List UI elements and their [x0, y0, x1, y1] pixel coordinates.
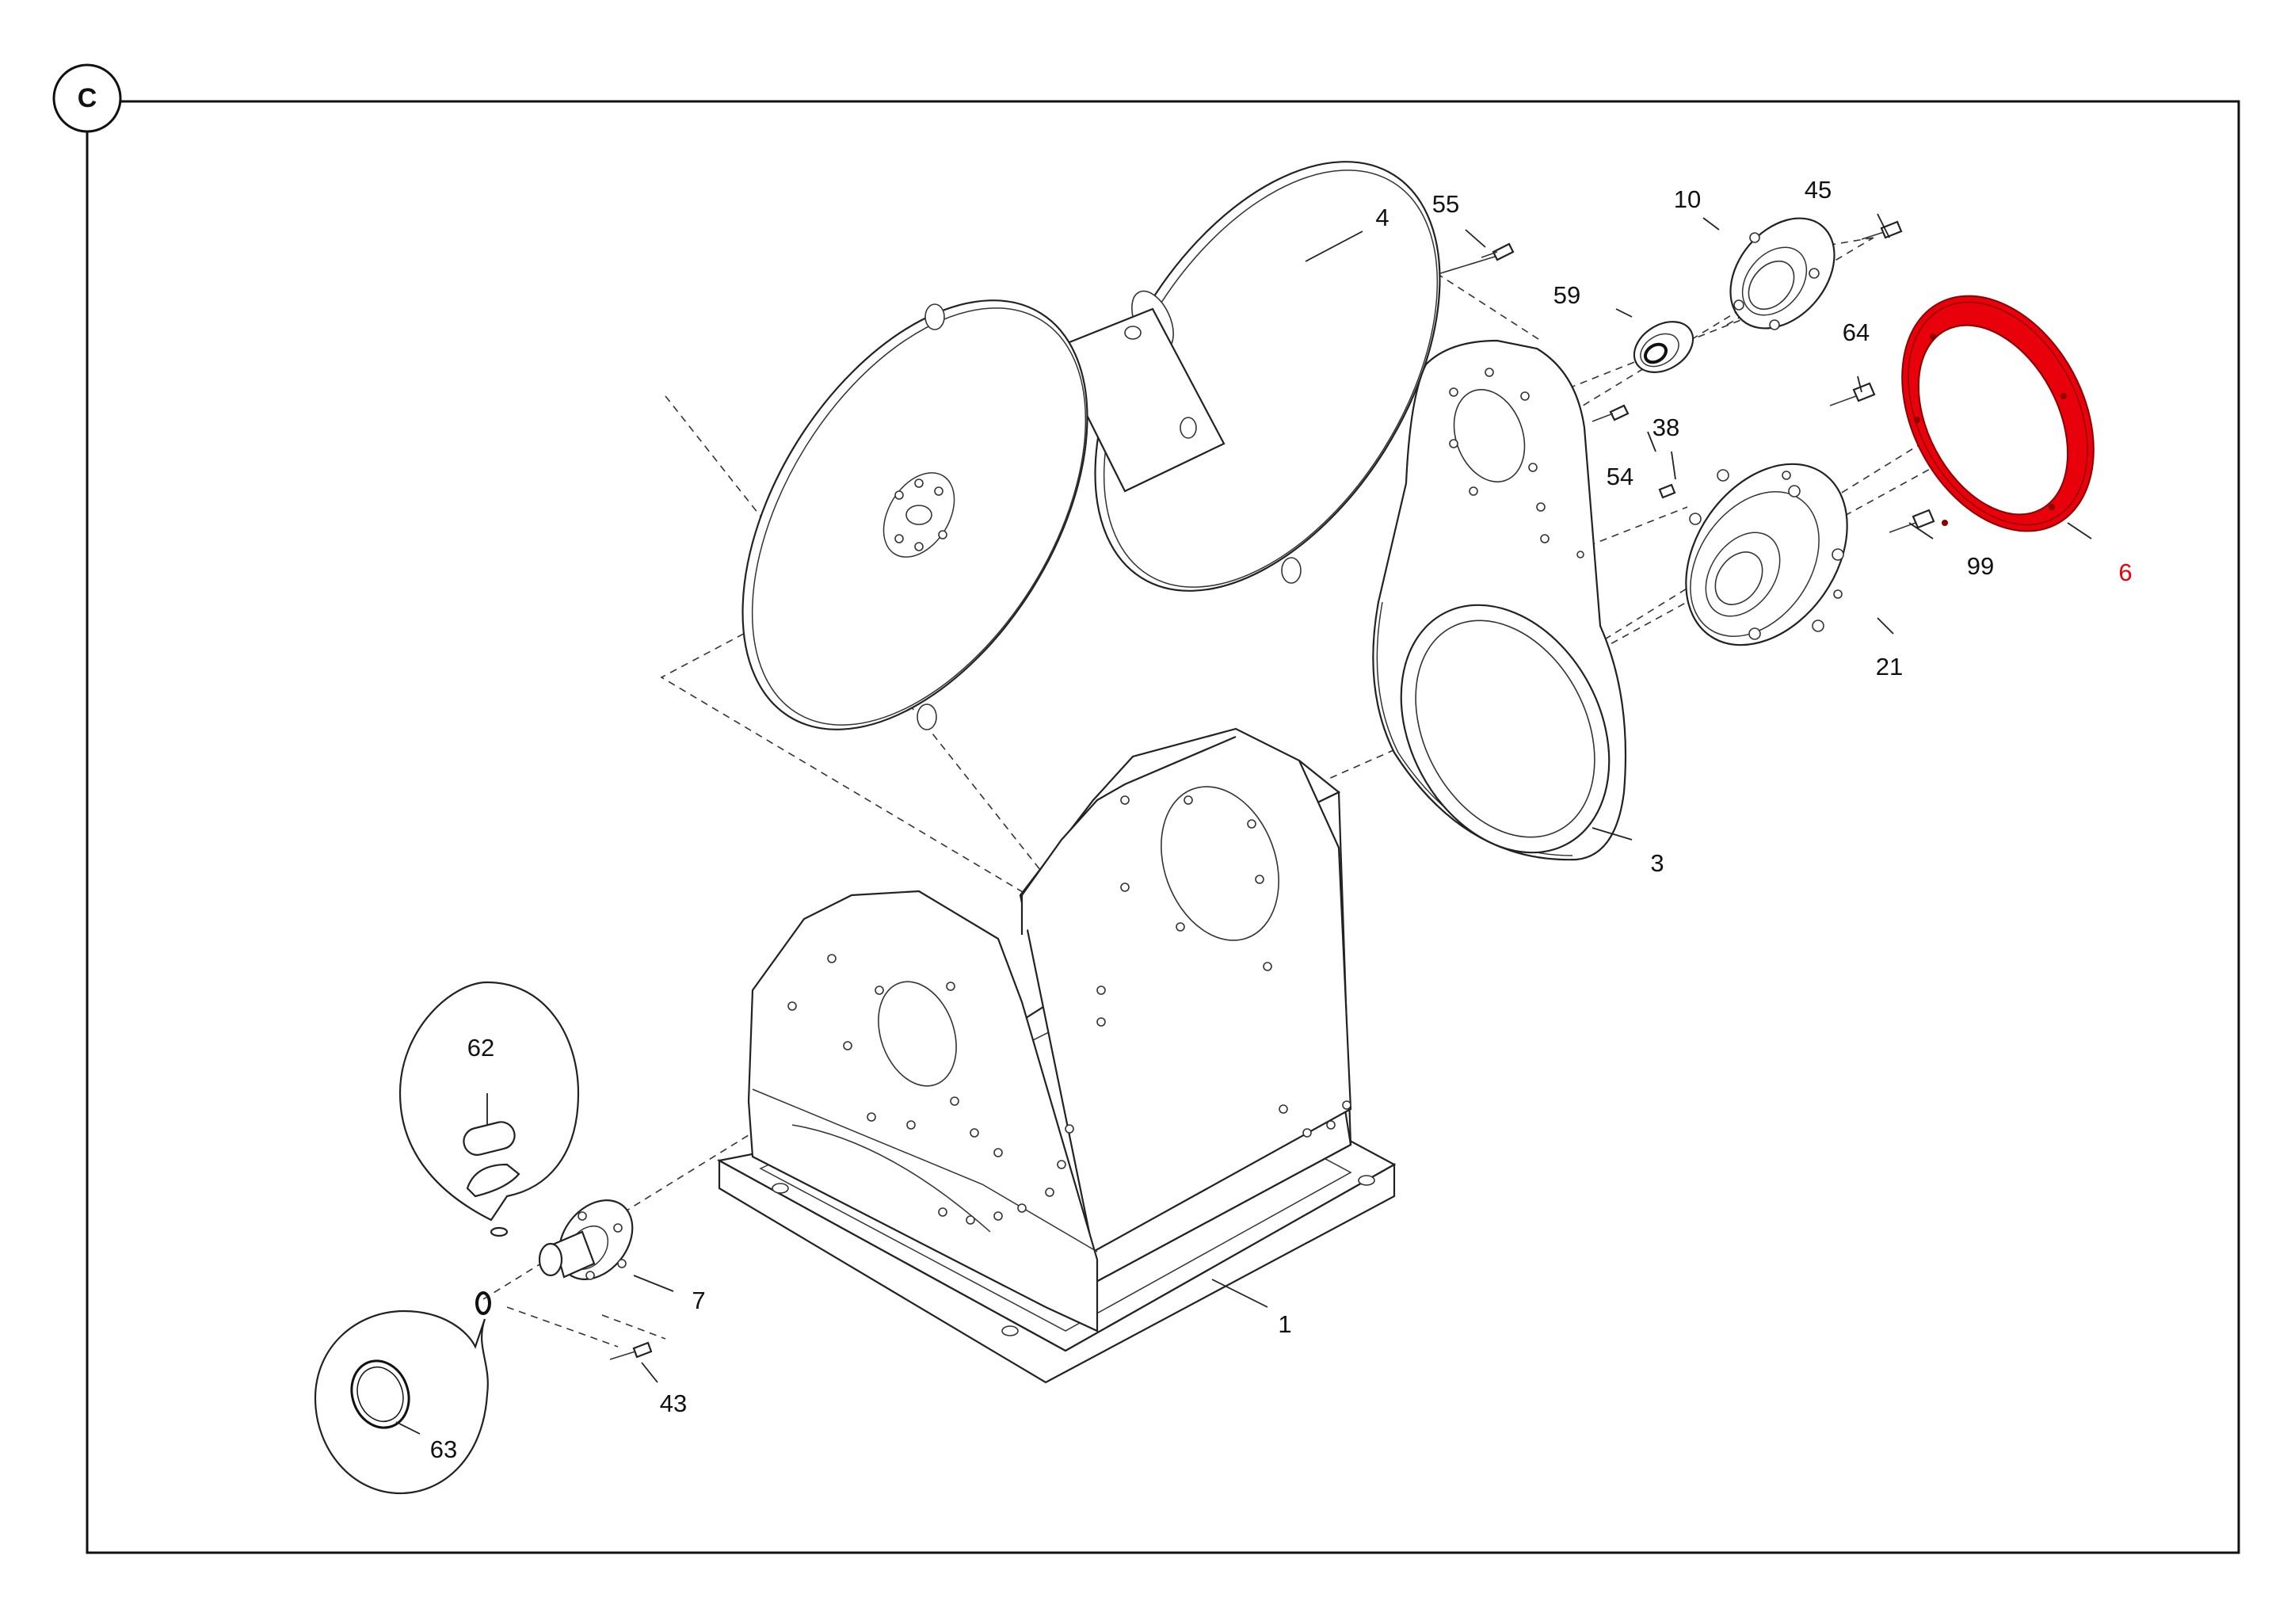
part-6-ring-highlighted[interactable] [1863, 263, 2132, 564]
label-part-7: 7 [692, 1287, 705, 1314]
label-part-55: 55 [1432, 190, 1459, 218]
screw-99 [1889, 509, 1935, 533]
part-63-circlip-small [475, 1291, 491, 1315]
label-part-63: 63 [430, 1435, 457, 1463]
part-1-base-frame [716, 727, 1397, 1384]
part-7-stub-shaft [538, 1199, 634, 1280]
label-part-62: 62 [467, 1034, 494, 1062]
part-3-side-plate [1372, 339, 1627, 861]
label-part-54: 54 [1607, 463, 1633, 490]
label-part-3: 3 [1650, 849, 1664, 877]
fastener-screws [609, 220, 1935, 1360]
part-21-gear-flange [1685, 463, 1848, 646]
label-part-38: 38 [1652, 414, 1679, 441]
label-part-4: 4 [1375, 204, 1389, 231]
section-badge: C [52, 63, 122, 133]
screw-43 [609, 1341, 653, 1360]
label-part-59: 59 [1553, 281, 1580, 309]
callout-62-key [398, 981, 580, 1222]
label-part-10: 10 [1674, 185, 1701, 213]
part-59-bearing [1633, 321, 1694, 373]
label-part-64: 64 [1843, 318, 1870, 346]
diagram-frame [86, 100, 2240, 1554]
label-part-21: 21 [1876, 653, 1903, 680]
screw-45 [1861, 220, 1903, 240]
part-4-drum-reel [741, 161, 1441, 730]
screw-54 [1592, 404, 1630, 422]
part-10-flange-housing [1729, 217, 1835, 330]
label-part-1: 1 [1278, 1310, 1291, 1338]
leader-lines [395, 213, 2092, 1435]
label-part-99: 99 [1967, 552, 1994, 580]
label-part-45: 45 [1805, 176, 1832, 204]
label-part-6[interactable]: 6 [2118, 558, 2132, 586]
label-part-43: 43 [660, 1390, 687, 1417]
part-number-labels: 4 55 10 45 59 64 38 54 99 6 21 3 62 7 1 … [430, 176, 2133, 1463]
section-letter: C [78, 83, 97, 113]
screw-38 [1658, 483, 1676, 499]
callout-63-circlip [314, 1309, 489, 1495]
part-62-key-small [490, 1226, 509, 1237]
screw-55 [1481, 242, 1515, 261]
screw-64 [1829, 382, 1876, 406]
